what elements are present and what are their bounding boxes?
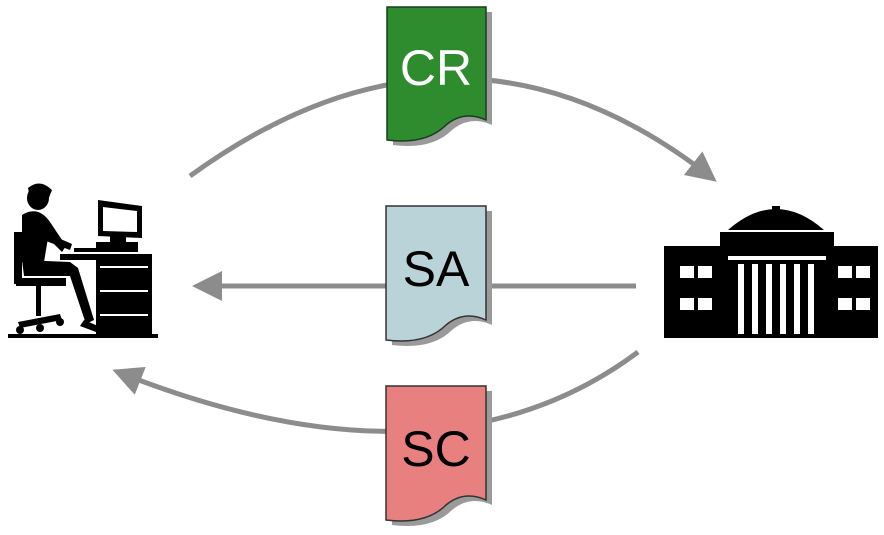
document-sa-label: SA	[403, 241, 470, 297]
person-at-computer-icon	[8, 183, 158, 338]
document-sc: SC	[385, 385, 492, 526]
document-cr-body	[386, 6, 487, 142]
document-sa-body	[385, 205, 487, 342]
document-sa: SA	[385, 205, 492, 346]
document-sc-label: SC	[401, 421, 470, 477]
document-cr-label: CR	[400, 40, 472, 96]
institution-building-icon	[664, 206, 878, 338]
arrow-institution-to-user-sc	[112, 349, 640, 434]
document-cr: CR	[386, 6, 492, 146]
document-sc-body	[385, 385, 487, 522]
